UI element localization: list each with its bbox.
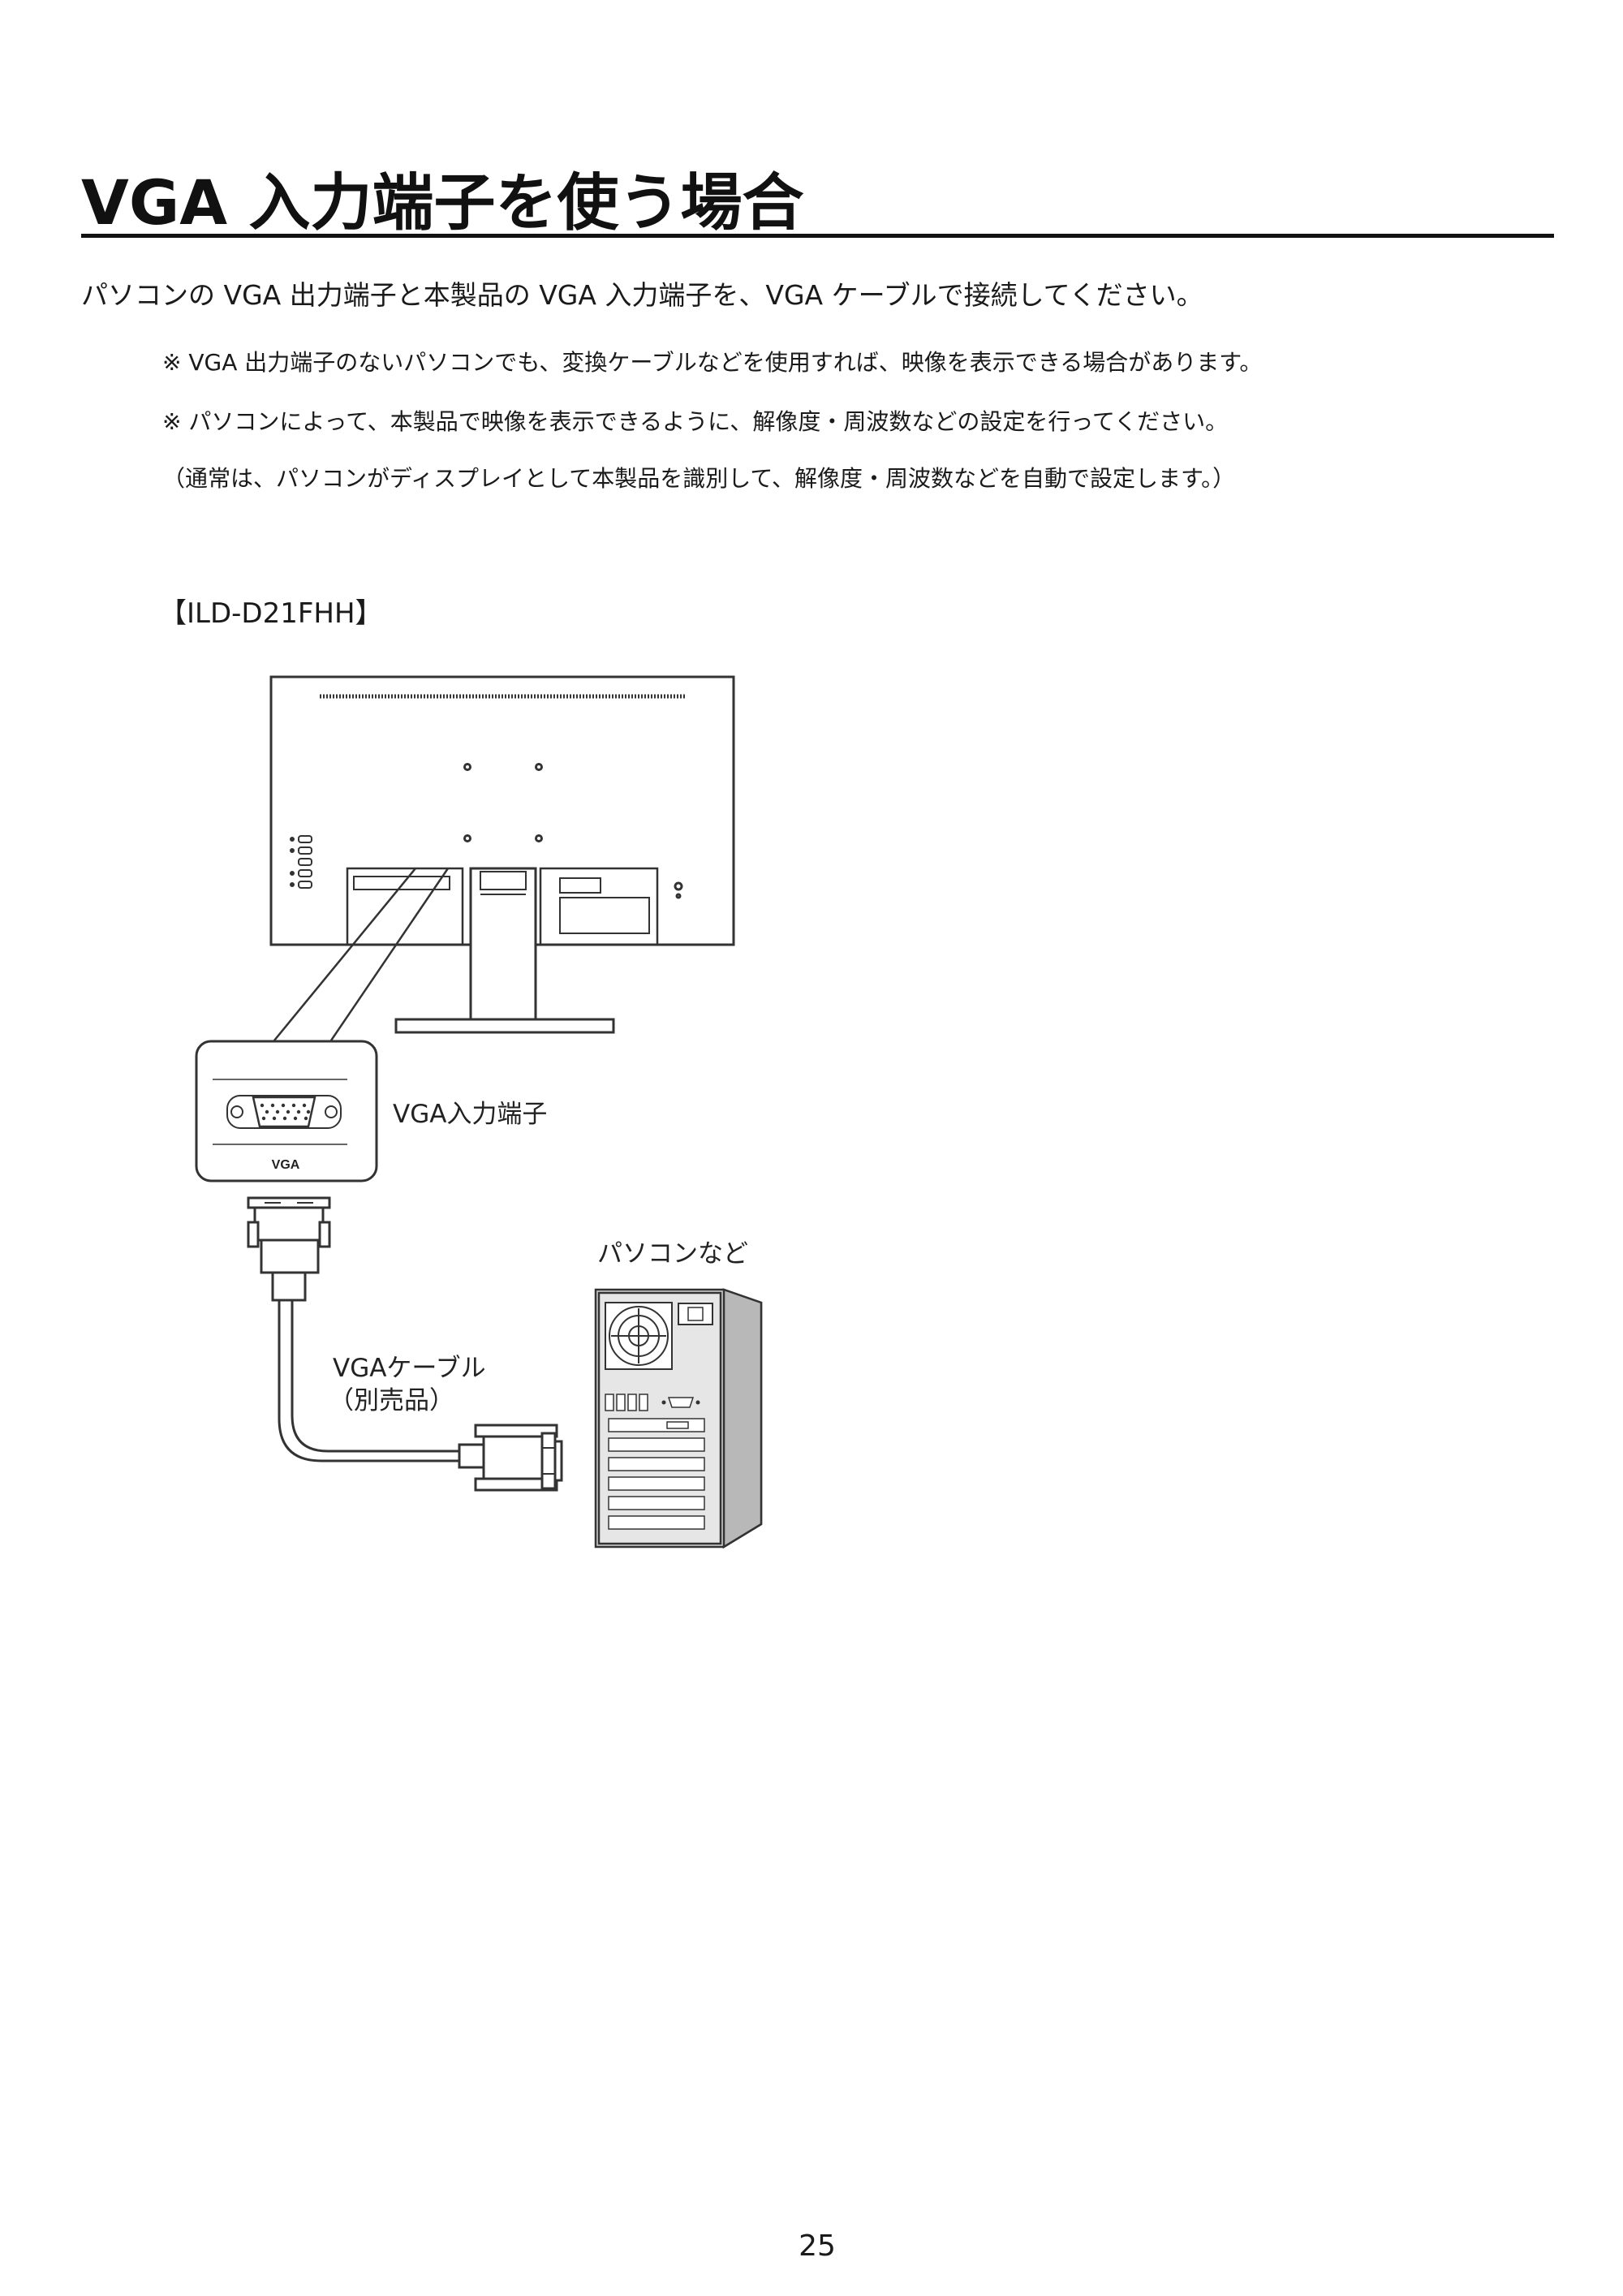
- cable-sold-separately-label: （別売品）: [329, 1386, 454, 1415]
- note-3: （通常は、パソコンがディスプレイとして本製品を識別して、解像度・周波数などを自動…: [162, 465, 1236, 492]
- vga-badge-text: VGA: [272, 1158, 300, 1172]
- intro-text: パソコンの VGA 出力端子と本製品の VGA 入力端子を、VGA ケーブルで接…: [81, 279, 1203, 311]
- pc-tower-illustration: [594, 1288, 763, 1549]
- note-2: ※ パソコンによって、本製品で映像を表示できるように、解像度・周波数などの設定を…: [162, 408, 1229, 435]
- title-underline: [81, 234, 1554, 238]
- vga-cable-illustration: [247, 1196, 563, 1492]
- monitor-rear-illustration: [269, 675, 735, 1041]
- vga-input-port-label: VGA入力端子: [393, 1100, 548, 1129]
- cable-label: VGAケーブル: [333, 1354, 486, 1383]
- pc-label: パソコンなど: [597, 1239, 748, 1269]
- note-1: ※ VGA 出力端子のないパソコンでも、変換ケーブルなどを使用すれば、映像を表示…: [162, 349, 1263, 376]
- vga-port-callout: [195, 1040, 378, 1182]
- page-number: 25: [799, 2229, 836, 2263]
- model-name: 【ILD-D21FHH】: [159, 597, 383, 630]
- section-title: VGA 入力端子を使う場合: [81, 166, 804, 239]
